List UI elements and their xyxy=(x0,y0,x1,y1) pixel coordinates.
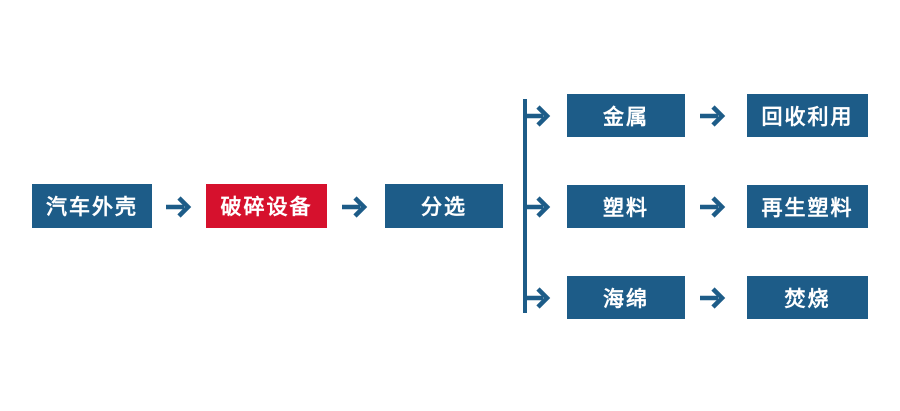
arrow-right-icon xyxy=(342,196,368,218)
arrow-right-icon xyxy=(525,196,551,218)
arrow-right-icon xyxy=(166,196,192,218)
node-sorting: 分选 xyxy=(385,184,503,228)
arrow-right-icon xyxy=(700,287,726,309)
arrow-right-icon xyxy=(525,105,551,127)
node-car-shell: 汽车外壳 xyxy=(32,184,152,228)
node-recycled-plastic: 再生塑料 xyxy=(747,185,868,228)
node-crushing-equipment: 破碎设备 xyxy=(206,184,327,228)
node-incineration: 焚烧 xyxy=(747,276,868,319)
arrow-right-icon xyxy=(525,287,551,309)
arrow-right-icon xyxy=(700,196,726,218)
arrow-right-icon xyxy=(700,105,726,127)
node-recycling: 回收利用 xyxy=(747,94,868,137)
node-plastic: 塑料 xyxy=(567,185,685,228)
node-sponge: 海绵 xyxy=(567,276,685,319)
node-metal: 金属 xyxy=(567,94,685,137)
